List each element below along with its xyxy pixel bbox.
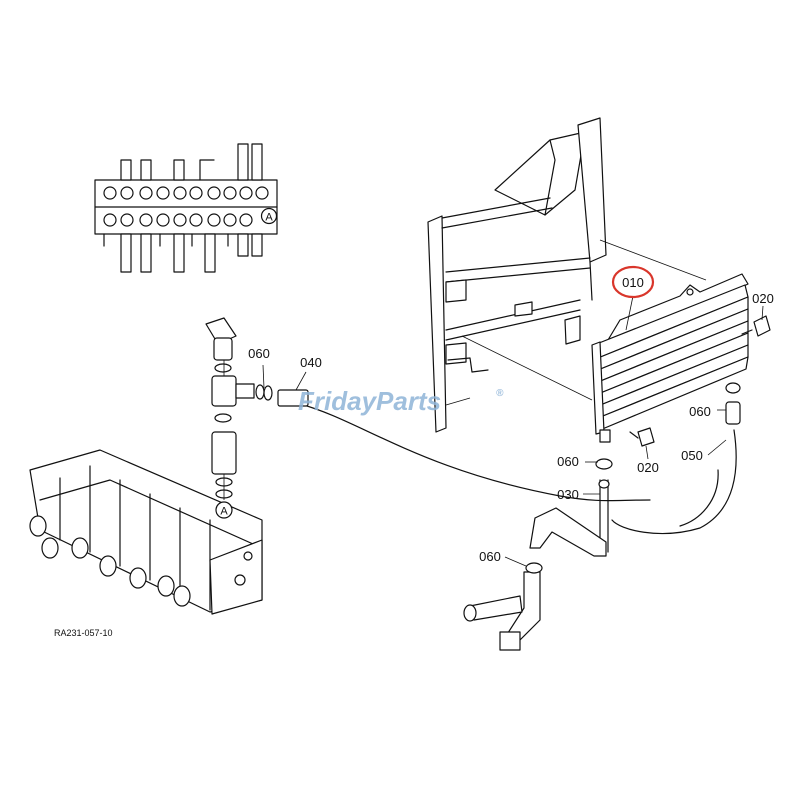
reference-code: RA231-057-10 xyxy=(54,628,113,638)
callout-060-mid: 060 xyxy=(557,454,579,469)
callout-020-top: 020 xyxy=(752,291,774,306)
callout-060-low: 060 xyxy=(479,549,501,564)
callout-020-bottom: 020 xyxy=(637,460,659,475)
detail-marker-circle xyxy=(260,207,278,225)
bolts xyxy=(629,315,771,447)
leader-lines xyxy=(262,295,764,567)
valve-tee-fittings xyxy=(205,317,309,500)
highlight-ring xyxy=(611,265,655,299)
watermark-registered-mark: ® xyxy=(496,388,504,399)
callout-060-right: 060 xyxy=(689,404,711,419)
hoses xyxy=(299,382,741,651)
watermark: FridayParts ® xyxy=(298,386,504,416)
callout-010: 010 xyxy=(622,275,644,290)
detail-marker-label: A xyxy=(265,212,273,224)
control-valve-stack: A xyxy=(29,449,263,615)
detail-marker-label-valve: A xyxy=(220,506,228,518)
oil-cooler xyxy=(591,273,749,443)
mounting-frame xyxy=(427,117,707,433)
callout-040: 040 xyxy=(300,355,322,370)
callout-060-left: 060 xyxy=(248,346,270,361)
watermark-text: FridayParts xyxy=(298,386,441,416)
callout-050: 050 xyxy=(681,448,703,463)
valve-detail-view: A xyxy=(94,143,278,273)
callout-030: 030 xyxy=(557,487,579,502)
